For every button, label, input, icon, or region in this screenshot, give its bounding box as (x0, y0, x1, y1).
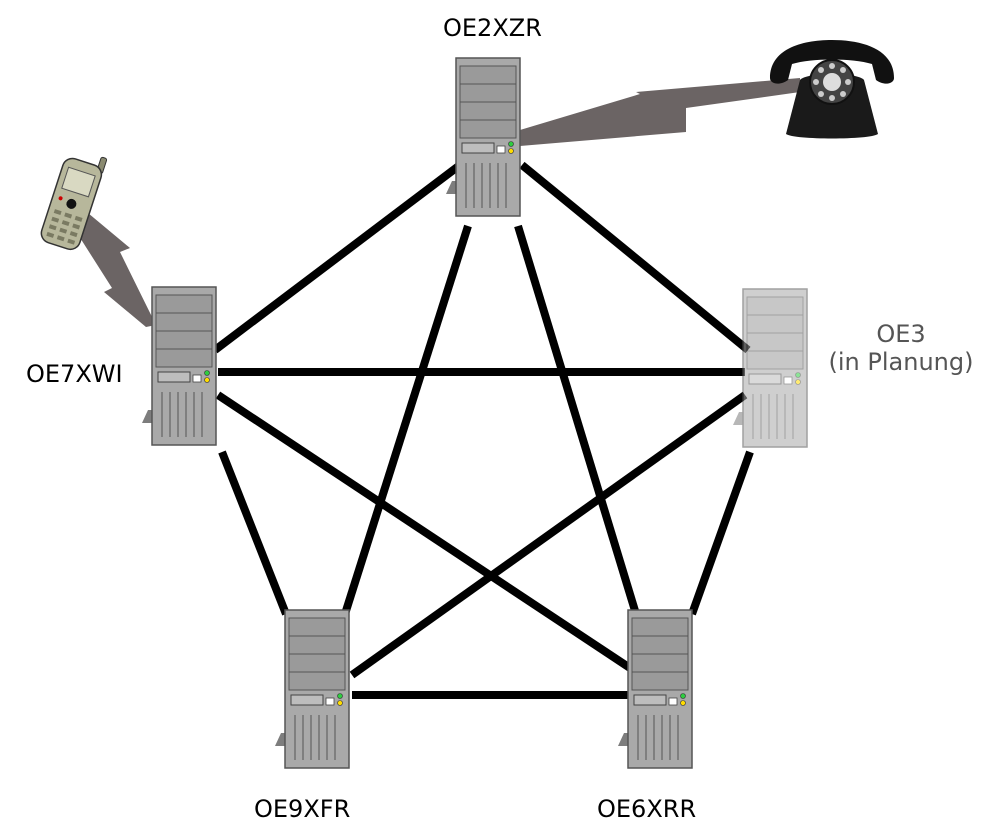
link-oe2xzr-oe3 (519, 161, 751, 354)
link-oe2xzr-oe7xwi (212, 161, 463, 354)
server-oe9xfr (274, 609, 350, 769)
lightning-link-icon (520, 78, 800, 146)
link-oe7xwi-oe9xfr (218, 450, 290, 616)
node-name-oe3: OE3 (876, 320, 926, 348)
node-status-oe3: (in Planung) (828, 348, 974, 376)
node-label-oe9xfr: OE9XFR (254, 795, 351, 823)
link-oe2xzr-oe9xfr (341, 224, 472, 616)
mobile-phone-icon (40, 156, 108, 251)
server-tower-icon (732, 288, 808, 448)
server-tower-icon (274, 609, 350, 769)
node-label-oe7xwi: OE7XWI (26, 360, 123, 388)
telephone-icon (770, 40, 894, 139)
server-oe7xwi (141, 286, 217, 446)
server-tower-icon (617, 609, 693, 769)
server-oe3 (732, 288, 808, 448)
node-label-oe3: OE3 (in Planung) (816, 320, 986, 376)
server-oe6xrr (617, 609, 693, 769)
node-label-oe2xzr: OE2XZR (443, 14, 542, 42)
link-oe7xwi-oe6xrr (215, 391, 633, 672)
lightning-link-icon (70, 208, 156, 327)
link-oe2xzr-oe6xrr (514, 224, 640, 616)
server-tower-icon (141, 286, 217, 446)
link-oe3-oe9xfr (349, 391, 748, 679)
server-tower-icon (445, 57, 521, 217)
server-oe2xzr (445, 57, 521, 217)
link-oe3-oe6xrr (688, 450, 754, 616)
node-label-oe6xrr: OE6XRR (597, 795, 697, 823)
